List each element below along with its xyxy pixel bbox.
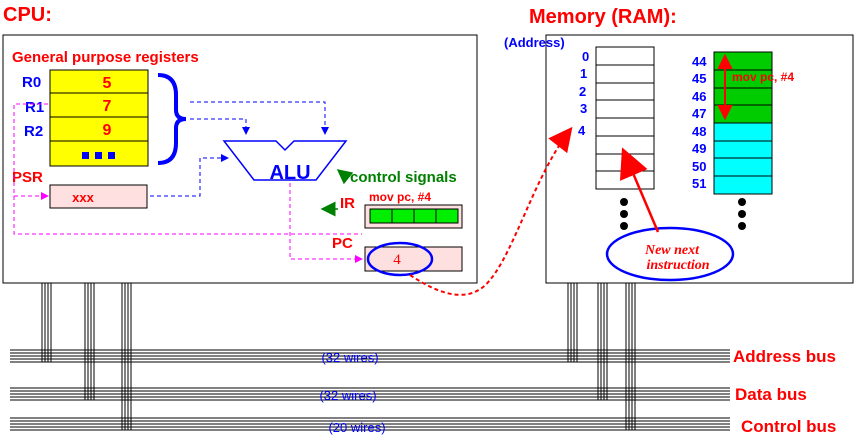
instruction-span-arrow bbox=[717, 53, 733, 121]
gpr-label: General purpose registers bbox=[12, 49, 199, 66]
register-r1-value: 7 bbox=[103, 98, 112, 115]
register-r1-name: R1 bbox=[25, 99, 44, 116]
register-brace bbox=[157, 73, 187, 165]
psr-register bbox=[49, 184, 148, 209]
data-bus-wire-count: (32 wires) bbox=[319, 388, 376, 403]
control-bus-wire-count: (20 wires) bbox=[328, 420, 385, 435]
address-0: 0 bbox=[582, 49, 589, 64]
address-bus-label: Address bus bbox=[733, 347, 836, 366]
register-r0-name: R0 bbox=[22, 74, 41, 91]
address-bus-wires bbox=[10, 349, 730, 363]
memory-column-low bbox=[595, 46, 655, 190]
register-r0-value: 5 bbox=[103, 75, 112, 92]
new-next-line1: New next bbox=[644, 243, 700, 258]
new-next-line2: instruction bbox=[646, 258, 709, 273]
address-2: 2 bbox=[579, 84, 586, 99]
address-50: 50 bbox=[692, 159, 706, 174]
register-to-alu-paths bbox=[190, 101, 329, 135]
pc-register bbox=[364, 246, 463, 272]
memory-more-dots bbox=[620, 198, 746, 230]
new-next-instruction-callout bbox=[605, 226, 735, 282]
psr-to-alu-path bbox=[150, 154, 229, 197]
pc-value: 4 bbox=[393, 252, 401, 268]
address-bus-wire-count: (32 wires) bbox=[321, 350, 378, 365]
memory-instruction-label: mov pc, #4 bbox=[732, 70, 794, 84]
control-bus-wires bbox=[10, 417, 730, 431]
psr-value: xxx bbox=[72, 190, 94, 205]
control-signals-arrow bbox=[336, 169, 354, 185]
memory-title: Memory (RAM): bbox=[529, 6, 677, 28]
cpu-title: CPU: bbox=[3, 4, 52, 26]
ir-instruction-label: mov pc, #4 bbox=[369, 190, 431, 204]
alu-label: ALU bbox=[269, 162, 310, 184]
address-1: 1 bbox=[580, 66, 587, 81]
cpu-bus-taps bbox=[41, 283, 132, 430]
pc-label: PC bbox=[332, 235, 353, 252]
magenta-feedback-paths bbox=[13, 103, 363, 263]
address-48: 48 bbox=[692, 124, 706, 139]
control-bus-label: Control bus bbox=[741, 417, 836, 436]
pc-highlight bbox=[366, 241, 434, 277]
register-r2-value: 9 bbox=[103, 122, 112, 139]
data-bus-label: Data bus bbox=[735, 385, 807, 404]
address-47: 47 bbox=[692, 106, 706, 121]
control-signals-label: control signals bbox=[350, 169, 457, 186]
address-51: 51 bbox=[692, 176, 706, 191]
alu-shape bbox=[222, 140, 348, 181]
new-next-pointer bbox=[619, 147, 660, 233]
register-more-dots bbox=[82, 152, 115, 159]
pc-to-memory-arrow bbox=[409, 126, 573, 296]
address-3: 3 bbox=[580, 101, 587, 116]
register-r2-name: R2 bbox=[24, 123, 43, 140]
register-more: ... bbox=[0, 0, 2, 1]
address-46: 46 bbox=[692, 89, 706, 104]
ir-cells bbox=[369, 208, 459, 224]
address-4: 4 bbox=[578, 123, 586, 138]
address-45: 45 bbox=[692, 71, 706, 86]
address-49: 49 bbox=[692, 141, 706, 156]
psr-label: PSR bbox=[12, 169, 43, 186]
address-44: 44 bbox=[692, 54, 707, 69]
memory-bus-taps bbox=[567, 283, 636, 430]
ir-label: IR bbox=[340, 195, 355, 212]
register-file bbox=[49, 69, 149, 167]
address-header: (Address) bbox=[504, 35, 565, 50]
data-bus-wires bbox=[10, 387, 730, 401]
